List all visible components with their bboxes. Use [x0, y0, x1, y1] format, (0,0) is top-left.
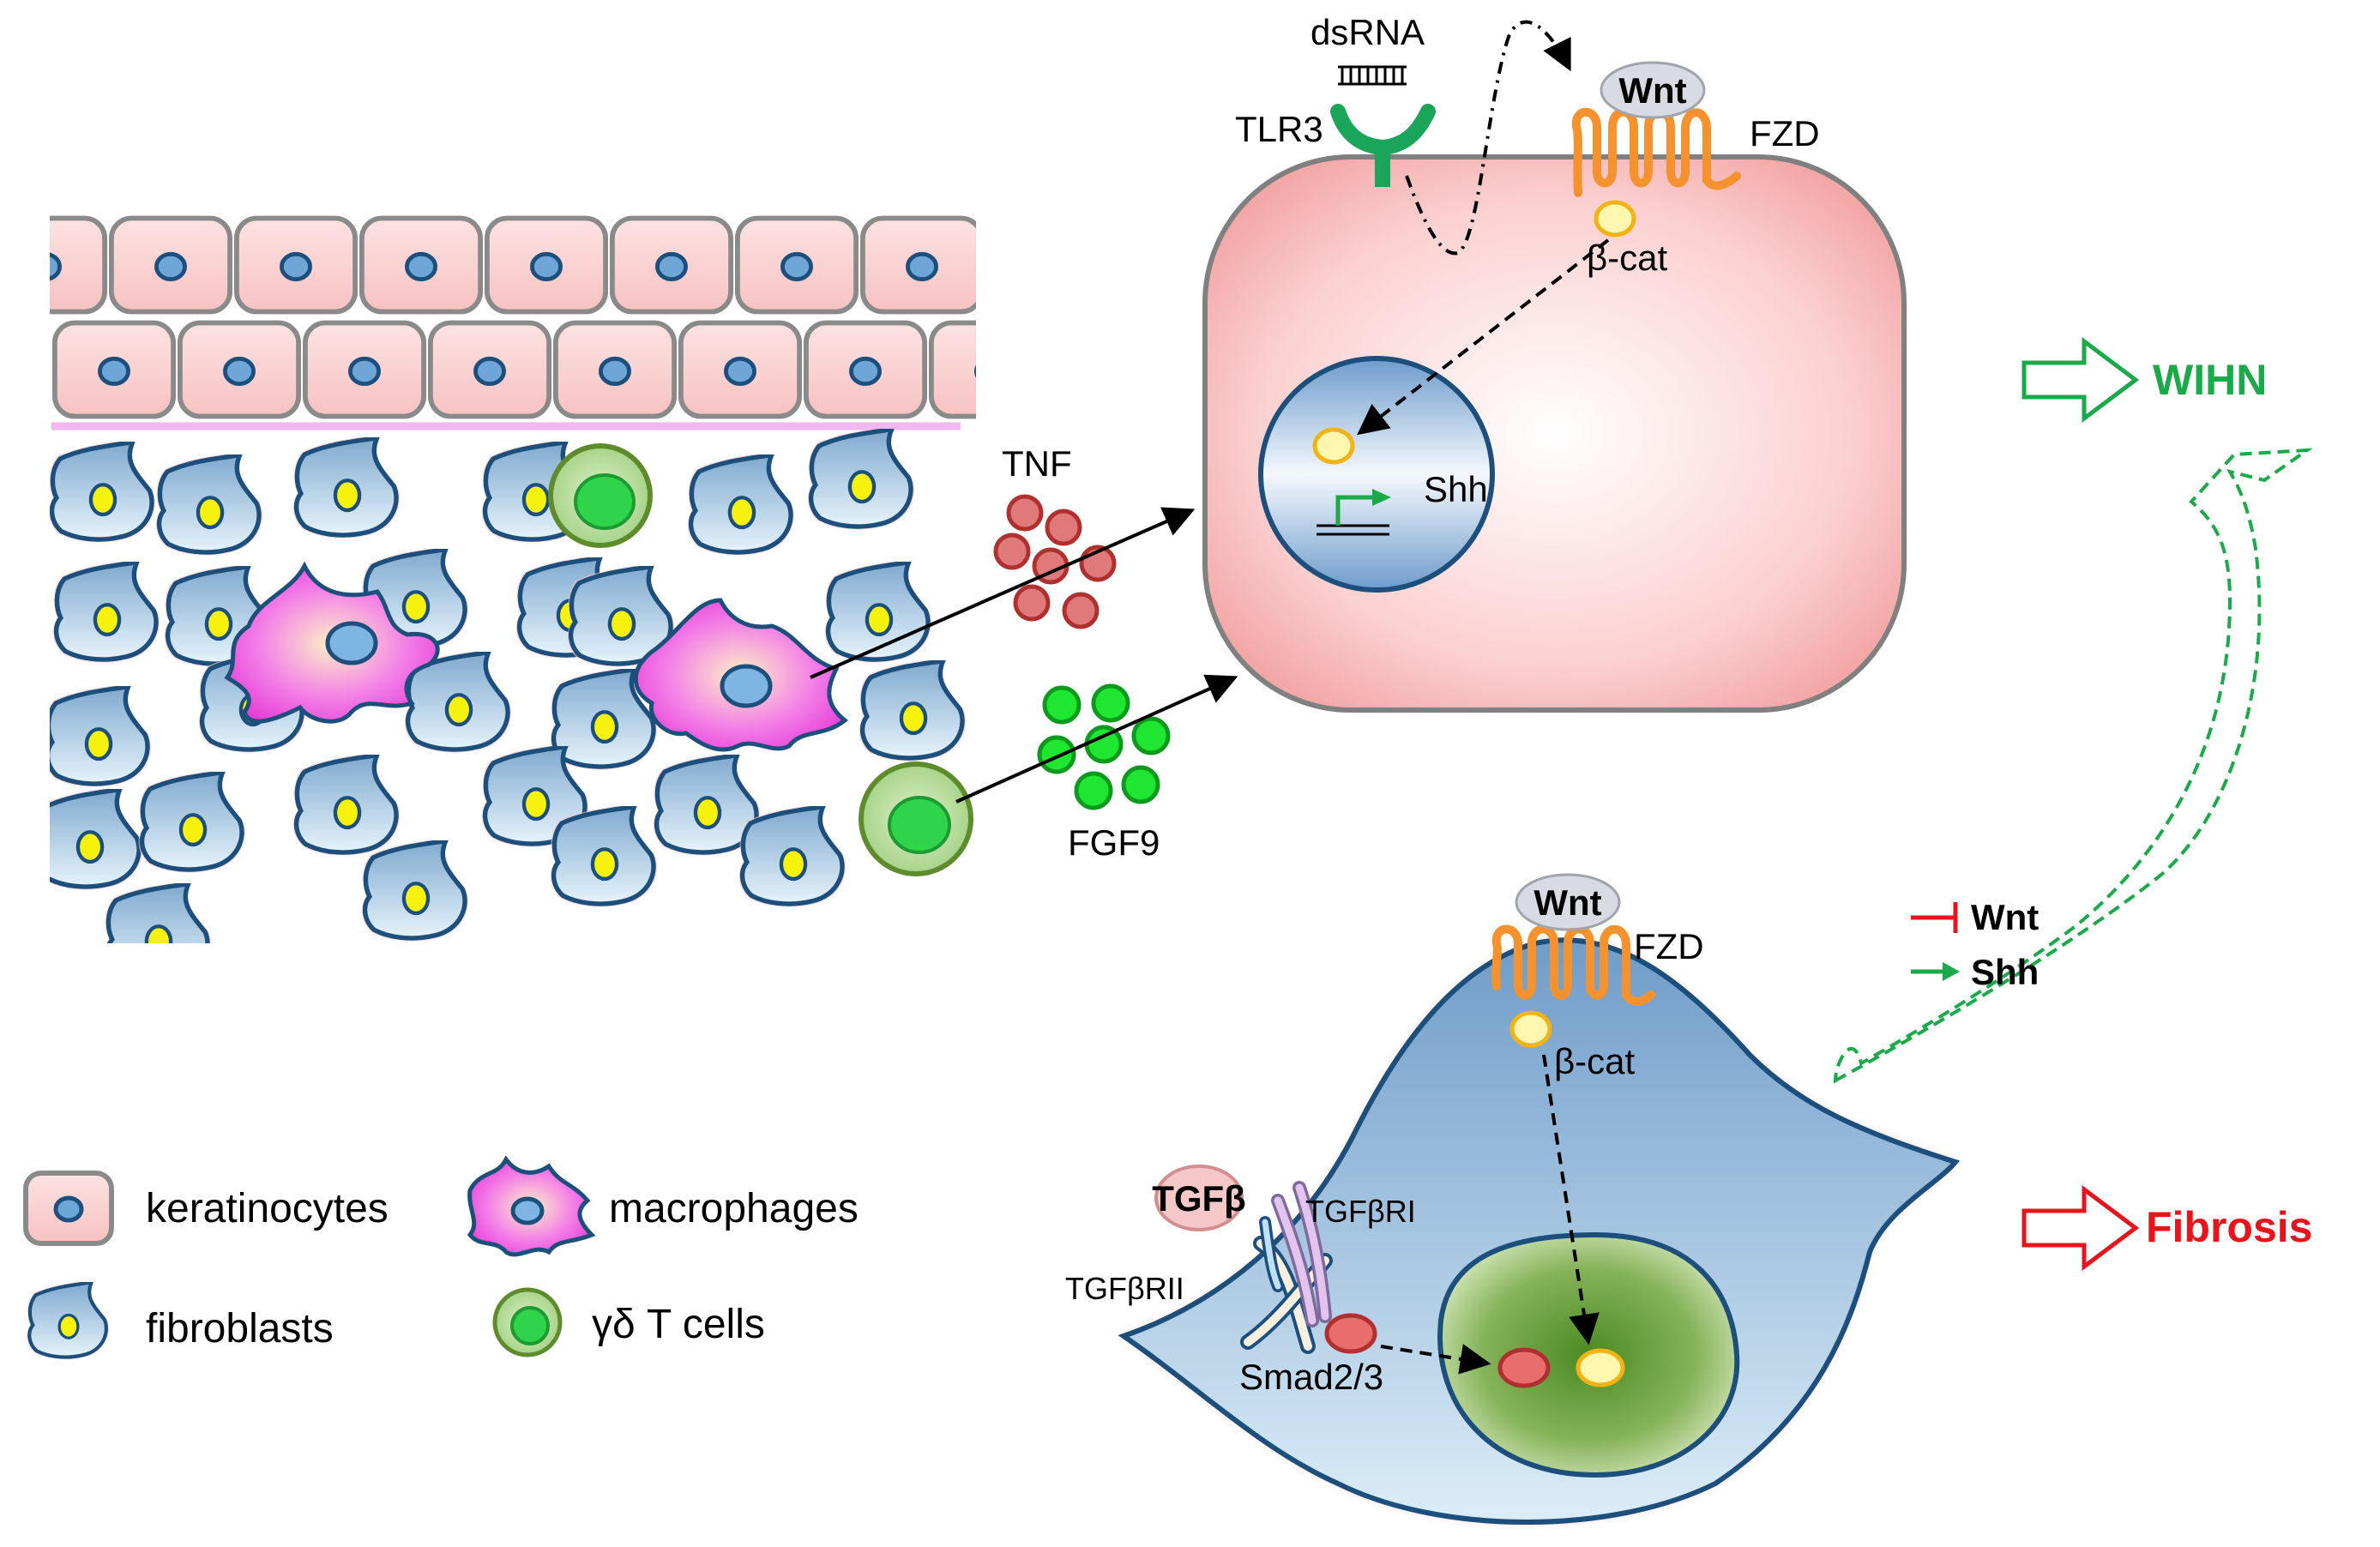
keratinocyte	[0, 218, 105, 311]
wnt-ligand-top: Wnt	[1600, 61, 1706, 119]
legend-keratinocytes: keratinocytes	[23, 1171, 389, 1246]
inhibit-wnt-label: Wnt	[1971, 897, 2039, 937]
bcat-bottom-label: β-cat	[1554, 1041, 1636, 1081]
wnt-top-label: Wnt	[1618, 70, 1686, 111]
keratinocyte-nucleus: Shh	[1258, 356, 1495, 593]
fibroblast	[36, 786, 143, 890]
wnt-ligand-bottom: Wnt	[1515, 873, 1621, 931]
fibrosis-outcome: Fibrosis	[2021, 1185, 2312, 1271]
gd-t-cell-signaling	[859, 761, 973, 876]
legend: keratinocytes macrophages fibroblasts γδ…	[23, 1155, 859, 1360]
tissue-section	[0, 218, 1050, 984]
dsrna-label: dsRNA	[1311, 12, 1425, 52]
tgfb-ligand: TGFβ	[1152, 1165, 1246, 1231]
wihn-outcome: WIHN	[2021, 337, 2267, 423]
tnf-arrow	[810, 507, 1196, 679]
keratinocyte	[612, 218, 731, 311]
smad-protein	[1324, 1313, 1377, 1354]
dsrna-icon	[1338, 65, 1407, 86]
fibroblast	[551, 803, 658, 907]
bcat-top-label: β-cat	[1587, 238, 1668, 278]
wnt-bottom-label: Wnt	[1533, 882, 1601, 923]
keratinocyte	[931, 322, 1050, 416]
smad-label: Smad2/3	[1239, 1357, 1383, 1397]
keratinocyte	[305, 322, 424, 416]
activate-shh-label: Shh	[1971, 952, 2039, 992]
tnf-cluster	[993, 494, 1117, 629]
keratinocyte-big-cell: Shh dsRNA TLR3 Wnt	[1202, 12, 1907, 713]
keratinocyte	[487, 218, 606, 311]
switch-key: Wnt Shh	[1911, 897, 2039, 992]
fzd-receptor-bottom	[1491, 924, 1655, 1048]
tgfbrii-label: TGFβRII	[1065, 1271, 1184, 1306]
legend-fibroblasts: fibroblasts	[27, 1279, 334, 1360]
bcat-to-fibro-nucleus-arrow	[1542, 1054, 1600, 1345]
macrophage-signaling	[633, 598, 849, 752]
fibroblast	[739, 803, 847, 907]
fibroblast	[49, 438, 156, 543]
keratinocyte	[863, 218, 981, 311]
fibroblast	[808, 425, 915, 530]
switch-to-wihn-arrow	[1833, 448, 2313, 1084]
keratinocyte	[111, 218, 230, 311]
fibroblast	[139, 768, 246, 873]
tgfbri-label: TGFβRI	[1305, 1194, 1416, 1229]
legend-keratinocytes-label: keratinocytes	[146, 1186, 389, 1231]
keratinocyte	[681, 322, 799, 416]
fibroblast	[362, 837, 469, 942]
wihn-label: WIHN	[2153, 356, 2267, 404]
keratinocyte	[237, 218, 355, 311]
fibrosis-label: Fibrosis	[2146, 1203, 2312, 1251]
fibroblast	[53, 558, 160, 663]
legend-gd-t-cells-label: γδ T cells	[592, 1302, 765, 1347]
keratinocyte	[55, 322, 173, 416]
fibroblast	[293, 751, 401, 856]
keratinocyte	[431, 322, 549, 416]
keratinocyte	[362, 218, 480, 311]
fibroblast-big-cell: Wnt FZD β-cat TGFβ TGFβRI TGFβRII Smad2/…	[1065, 873, 1961, 1525]
legend-gd-t-cells: γδ T cells	[492, 1287, 765, 1357]
tgfb-receptor-complex	[1240, 1181, 1333, 1354]
tlr3-receptor	[1330, 104, 1436, 187]
tlr3-label: TLR3	[1235, 109, 1323, 149]
wihn-hollow-arrow	[2021, 337, 2140, 423]
smad-to-nucleus-arrow	[1380, 1344, 1491, 1375]
fgf9-label: FGF9	[1068, 822, 1160, 863]
fibroblast-nucleus	[1437, 1231, 1740, 1478]
shh-gene-label: Shh	[1424, 469, 1488, 509]
legend-fibroblasts-label: fibroblasts	[146, 1306, 334, 1351]
keratinocyte-layer	[0, 218, 1050, 416]
fzd-receptor-top	[1571, 107, 1741, 238]
legend-macrophages-label: macrophages	[609, 1186, 859, 1231]
fgf9-cluster	[1037, 683, 1171, 810]
fzd-top-label: FZD	[1750, 113, 1820, 153]
fibrosis-hollow-arrow	[2021, 1185, 2140, 1271]
keratinocyte	[738, 218, 856, 311]
keratinocyte	[806, 322, 925, 416]
keratinocyte	[556, 322, 674, 416]
fzd-bottom-label: FZD	[1634, 926, 1704, 966]
bcat-to-nucleus-arrow	[1357, 238, 1610, 436]
fibroblast	[105, 880, 212, 984]
fibroblast	[688, 451, 795, 556]
gd-t-cell	[548, 443, 653, 548]
macrophage	[224, 561, 440, 724]
fibroblast	[156, 451, 263, 556]
fibroblast	[859, 657, 967, 761]
fgf9-arrow	[955, 674, 1238, 804]
fibroblast	[45, 683, 152, 787]
tnf-label: TNF	[1002, 443, 1072, 484]
legend-macrophages: macrophages	[467, 1155, 859, 1257]
tgfb-label: TGFβ	[1152, 1178, 1246, 1219]
keratinocyte	[180, 322, 298, 416]
fibroblast	[293, 434, 401, 539]
